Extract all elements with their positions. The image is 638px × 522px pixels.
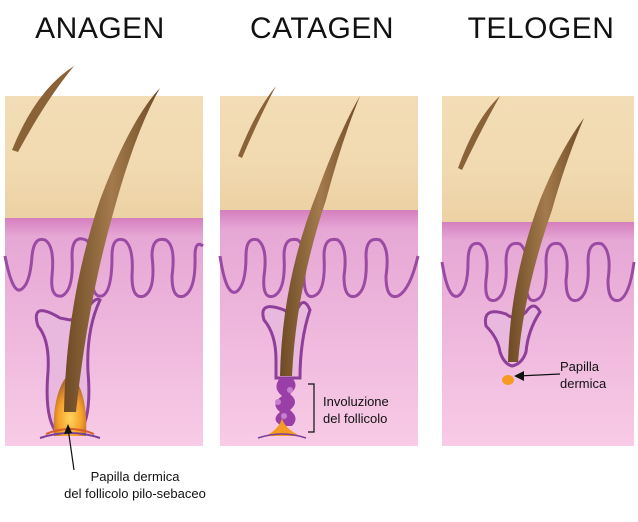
panel-catagen bbox=[218, 86, 420, 446]
label-line: Papilla dermica bbox=[90, 469, 180, 484]
panel-telogen bbox=[440, 96, 636, 446]
label-anagen-papilla: Papilla dermica del follicolo pilo-sebac… bbox=[40, 468, 230, 502]
label-telogen-papilla: Papilla dermica bbox=[560, 358, 630, 392]
papilla bbox=[502, 375, 514, 385]
short-hair bbox=[238, 86, 276, 158]
label-line: Involuzione bbox=[323, 394, 389, 409]
label-line: dermica bbox=[560, 376, 607, 391]
panel-anagen bbox=[3, 66, 204, 471]
short-hair bbox=[12, 66, 74, 152]
label-line: Papilla bbox=[560, 359, 600, 374]
label-catagen-involution: Involuzione del follicolo bbox=[323, 393, 413, 427]
hair-shaft bbox=[280, 96, 360, 376]
dermal-papillae-border bbox=[440, 241, 636, 303]
epidermis bbox=[442, 96, 634, 222]
title-catagen: CATAGEN bbox=[249, 12, 395, 45]
short-hair bbox=[458, 96, 500, 170]
title-anagen: ANAGEN bbox=[35, 12, 165, 45]
hair-shaft bbox=[508, 118, 584, 362]
bracket bbox=[308, 383, 315, 433]
label-line: del follicolo bbox=[323, 411, 388, 426]
dermal-papillae-border bbox=[3, 237, 204, 299]
title-telogen: TELOGEN bbox=[467, 12, 615, 45]
dermal-papillae-border bbox=[218, 237, 420, 299]
papilla bbox=[266, 418, 300, 436]
dermis bbox=[5, 218, 203, 446]
dermis bbox=[442, 222, 634, 446]
label-line: del follicolo pilo-sebaceo bbox=[64, 486, 206, 501]
hair-shaft bbox=[64, 88, 160, 412]
